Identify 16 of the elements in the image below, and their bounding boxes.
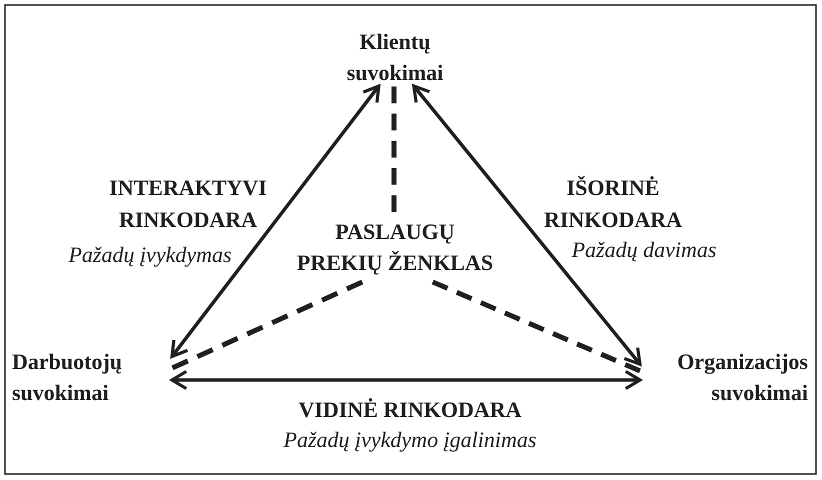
double-arrow bbox=[170, 84, 380, 358]
subtitle-text: Pažadų įvykdymas bbox=[67, 241, 233, 269]
node-text: Darbuotojų suvokimai bbox=[12, 348, 122, 407]
subtitle-text: Pažadų įvykdymo įgalinimas bbox=[282, 426, 538, 454]
section-heading: INTERAKTYVI RINKODARA bbox=[108, 174, 268, 234]
double-arrow bbox=[170, 370, 642, 390]
subtitle-text: Pažadų davimas bbox=[570, 236, 718, 264]
section-heading: IŠORINĖ RINKODARA bbox=[542, 174, 684, 234]
double-arrow bbox=[412, 84, 642, 366]
dashed-line bbox=[392, 86, 396, 212]
node-text: Klientų suvokimai bbox=[346, 28, 444, 87]
node-text: PASLAUGŲ PREKIŲ ŽENKLAS bbox=[296, 218, 494, 277]
section-heading: VIDINĖ RINKODARA bbox=[297, 396, 523, 424]
node-text: Organizacijos suvokimai bbox=[677, 348, 808, 407]
dashed-line bbox=[170, 280, 364, 370]
dashed-line bbox=[432, 280, 641, 374]
